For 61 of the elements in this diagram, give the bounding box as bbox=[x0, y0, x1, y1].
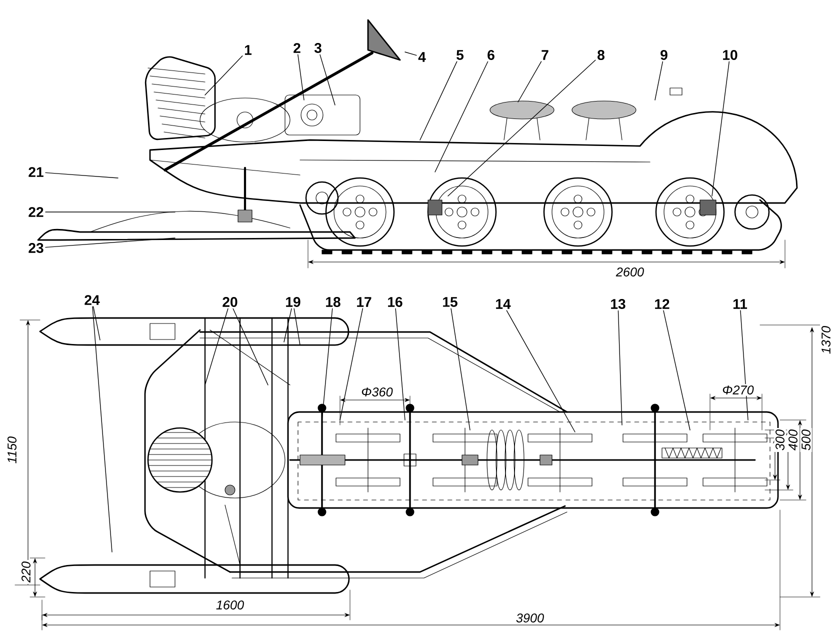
leader-line bbox=[395, 308, 406, 420]
leader-line bbox=[294, 308, 300, 346]
callout-number: 14 bbox=[496, 299, 511, 309]
callout-number: 8 bbox=[598, 50, 604, 60]
callout-number: 23 bbox=[28, 243, 44, 253]
leader-line bbox=[448, 60, 596, 196]
callout-number: 21 bbox=[28, 167, 44, 177]
leader-line bbox=[232, 308, 268, 386]
leader-line bbox=[322, 308, 333, 420]
callout-number: 5 bbox=[456, 50, 464, 60]
dimension-label: 220 bbox=[20, 560, 32, 584]
callout-number: 3 bbox=[314, 43, 322, 53]
leader-line bbox=[340, 308, 364, 420]
leader-line bbox=[204, 56, 243, 96]
callout-number: 6 bbox=[488, 50, 494, 60]
leader-line bbox=[320, 54, 336, 106]
leader-line bbox=[284, 308, 292, 342]
leader-line bbox=[506, 310, 576, 432]
leader-line bbox=[663, 310, 690, 430]
leader-line bbox=[450, 308, 470, 430]
callout-number: 1 bbox=[244, 45, 252, 55]
leader-line bbox=[92, 306, 100, 340]
dimension-label: Φ270 bbox=[720, 384, 756, 396]
callout-number: 20 bbox=[222, 297, 238, 307]
leader-line bbox=[404, 52, 417, 56]
leader-line bbox=[712, 61, 730, 196]
callout-number: 11 bbox=[733, 299, 748, 309]
leader-line bbox=[420, 61, 458, 140]
dimension-label: 300 bbox=[774, 428, 786, 452]
dimension-label: 1600 bbox=[214, 599, 246, 611]
leader-line bbox=[298, 54, 304, 100]
callout-number: 10 bbox=[723, 50, 738, 60]
callout-number: 4 bbox=[418, 52, 426, 62]
dimension-label: Φ360 bbox=[360, 386, 394, 398]
dimension-label: 400 bbox=[787, 428, 799, 452]
callout-number: 17 bbox=[357, 297, 372, 307]
callout-number: 16 bbox=[388, 297, 402, 307]
leader-line bbox=[45, 172, 118, 178]
dimension-label: 3900 bbox=[514, 612, 546, 624]
callout-number: 13 bbox=[611, 299, 626, 309]
leader-line bbox=[618, 310, 622, 426]
callout-number: 24 bbox=[84, 295, 100, 305]
dimension-label: 1370 bbox=[820, 324, 832, 356]
callout-number: 15 bbox=[443, 297, 458, 307]
dimension-label: 500 bbox=[800, 428, 812, 452]
leader-line bbox=[45, 238, 176, 248]
leader-line bbox=[740, 310, 748, 420]
dimension-label: 1150 bbox=[6, 434, 18, 465]
callout-number: 18 bbox=[326, 297, 340, 307]
dimension-label: 2600 bbox=[614, 266, 646, 278]
leader-line bbox=[434, 61, 488, 172]
callout-number: 12 bbox=[655, 299, 670, 309]
callout-number: 9 bbox=[660, 50, 668, 60]
leader-line bbox=[92, 306, 112, 552]
callout-number: 22 bbox=[28, 207, 44, 217]
callout-number: 7 bbox=[542, 50, 548, 60]
callout-number: 19 bbox=[286, 297, 300, 307]
leader-line bbox=[518, 61, 542, 102]
leader-line bbox=[654, 61, 664, 100]
leader-line bbox=[204, 308, 228, 386]
callout-number: 2 bbox=[294, 43, 300, 53]
